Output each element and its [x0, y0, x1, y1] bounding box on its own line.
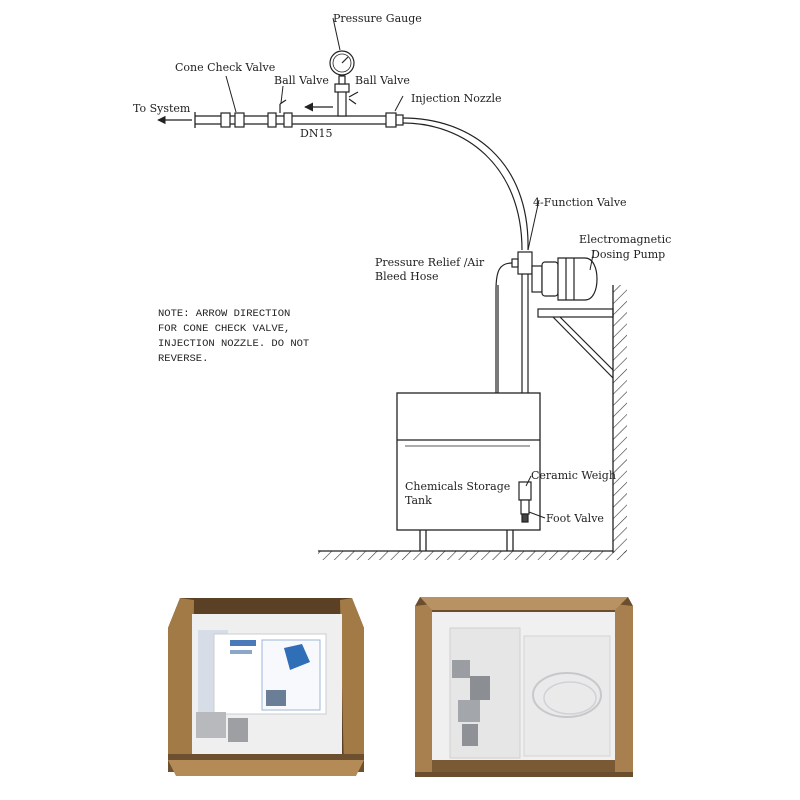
note-block: NOTE: ARROW DIRECTION FOR CONE CHECK VAL… [158, 308, 309, 365]
label-dosing-pump-1: Electromagnetic [579, 233, 671, 246]
floor [318, 550, 627, 560]
label-cone-check-valve: Cone Check Valve [175, 61, 275, 74]
label-tank-1: Chemicals Storage [405, 480, 510, 493]
label-foot-valve: Foot Valve [546, 512, 604, 525]
label-relief-hose-2: Bleed Hose [375, 270, 439, 283]
four-function-valve [511, 199, 540, 275]
note-line-3: INJECTION NOZZLE. DO NOT [158, 338, 309, 350]
injection-nozzle [385, 95, 404, 128]
chemical-tank [396, 392, 541, 551]
wall [612, 285, 627, 553]
label-ball-valve-1: Ball Valve [274, 74, 329, 87]
schematic: Pressure Gauge Cone Check Valve Ball Val… [133, 12, 671, 560]
injection-hose [402, 117, 529, 251]
label-four-function-valve: 4-Function Valve [533, 196, 627, 209]
dosing-pump [531, 249, 598, 301]
gauge-assembly [329, 17, 359, 117]
box-left [168, 598, 364, 776]
label-dn15: DN15 [300, 127, 332, 140]
wall-bracket [537, 308, 614, 379]
note-line-4: REVERSE. [158, 353, 208, 365]
note-line-1: NOTE: ARROW DIRECTION [158, 308, 290, 320]
label-tank-2: Tank [405, 494, 432, 507]
label-ceramic-weight: Ceramic Weigh [531, 469, 616, 482]
label-pressure-gauge: Pressure Gauge [333, 12, 422, 25]
label-dosing-pump-2: Dosing Pump [591, 248, 665, 261]
ball-valve-left [267, 85, 293, 128]
box-right [415, 597, 633, 777]
labels: Pressure Gauge Cone Check Valve Ball Val… [133, 12, 671, 525]
label-to-system: To System [133, 102, 191, 115]
cone-check-valve [220, 75, 245, 128]
foot-valve-assembly [518, 475, 546, 523]
note-line-2: FOR CONE CHECK VALVE, [158, 323, 290, 335]
label-ball-valve-2: Ball Valve [355, 74, 410, 87]
label-injection-nozzle: Injection Nozzle [411, 92, 502, 105]
label-relief-hose-1: Pressure Relief /Air [375, 256, 485, 269]
